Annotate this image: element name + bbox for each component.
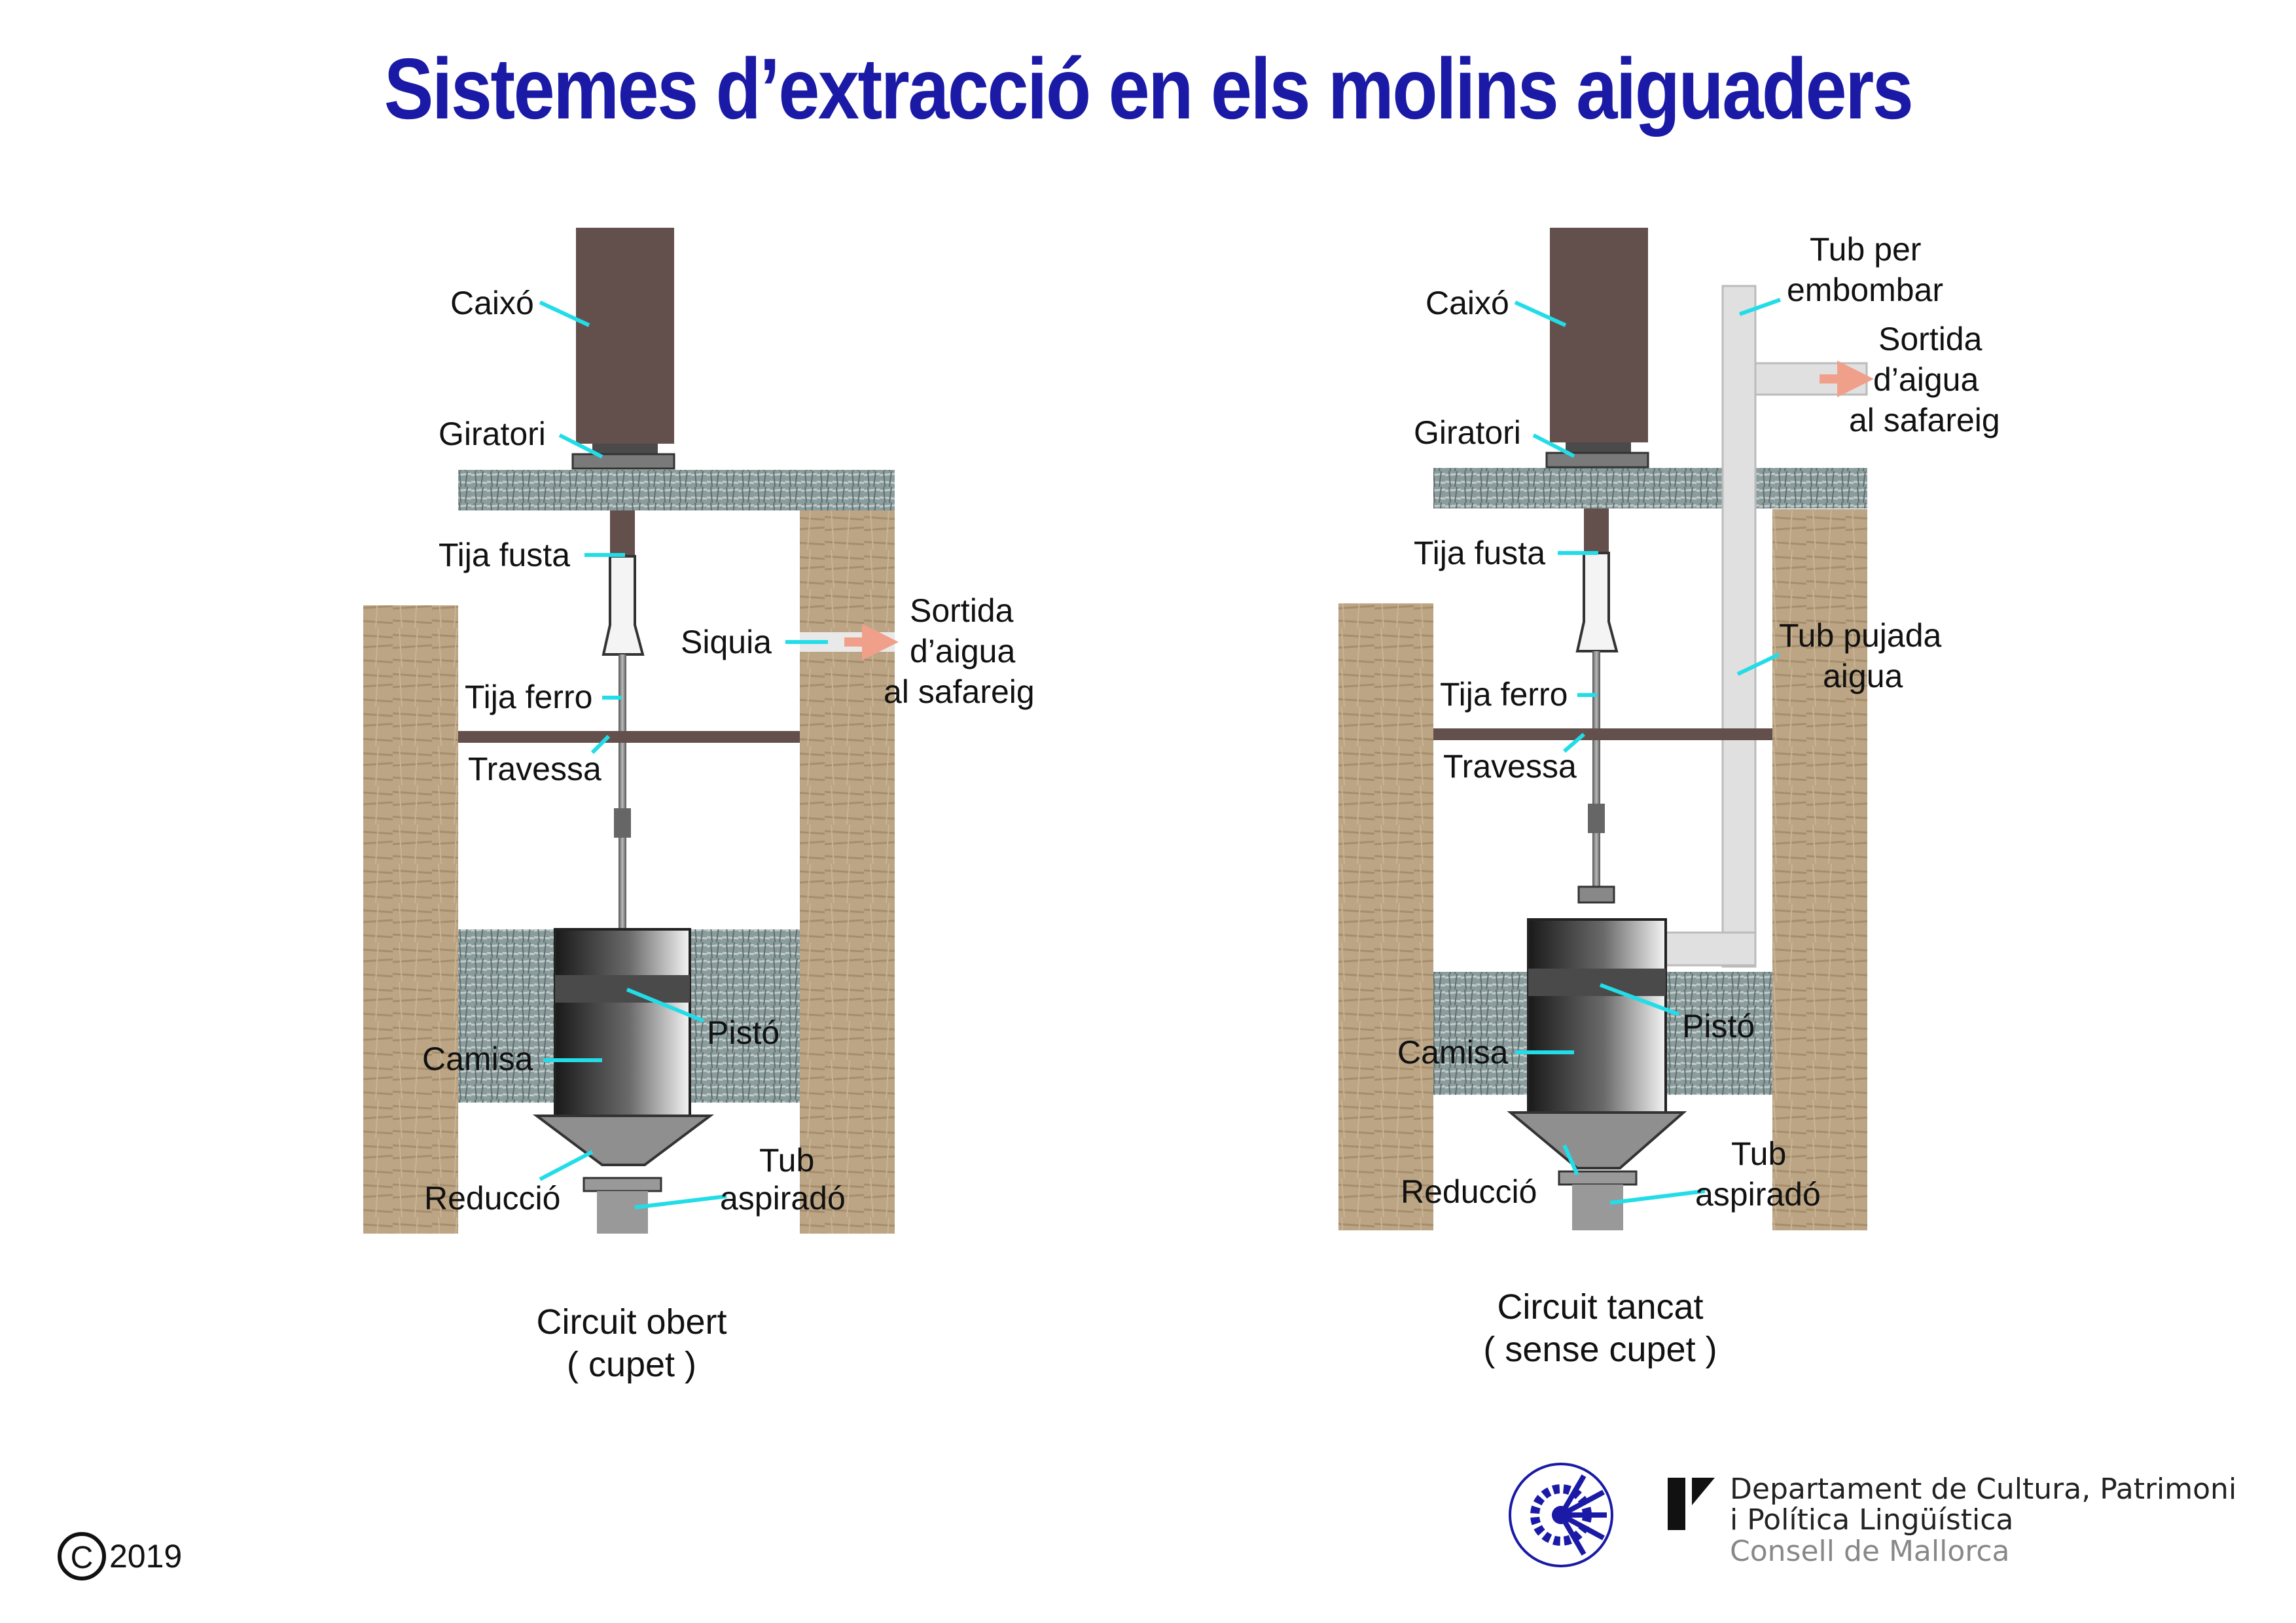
right-diagram: Caixó Giratori Tub per embombar Sortida … — [1338, 228, 2000, 1369]
left-label-siquia: Siquia — [681, 624, 772, 660]
left-label-tija-fusta: Tija fusta — [439, 537, 570, 573]
left-caption-line1: Circuit obert — [536, 1302, 726, 1342]
left-caixo-box — [576, 228, 674, 444]
right-flange — [1558, 1170, 1638, 1186]
right-leader-giratori — [1532, 433, 1575, 458]
right-outer-wall-left — [1338, 603, 1433, 1230]
right-leader-caixo — [1514, 300, 1567, 327]
right-label-pisto: Pistó — [1682, 1008, 1755, 1044]
right-label-tija-ferro: Tija ferro — [1440, 676, 1568, 713]
left-caption-line2: ( cupet ) — [567, 1345, 696, 1384]
heritage-seal-logo — [1509, 1463, 1613, 1567]
left-label-pisto: Pistó — [707, 1014, 780, 1051]
dept-line3: Consell de Mallorca — [1730, 1535, 2010, 1568]
left-giratori — [592, 444, 658, 454]
right-label-giratori: Giratori — [1414, 414, 1521, 451]
left-leader-reduccio — [539, 1150, 594, 1181]
right-wall-right — [1772, 509, 1867, 1230]
right-tub-pujada — [1721, 285, 1757, 968]
left-label-tub-2: aspiradó — [720, 1180, 846, 1217]
right-leader-tub-pujada — [1736, 652, 1780, 676]
left-label-sortida-2: d’aigua — [910, 633, 1015, 669]
right-label-travessa: Travessa — [1443, 748, 1577, 785]
dept-line1: Departament de Cultura, Patrimoni — [1730, 1472, 2236, 1506]
right-camisa — [1527, 918, 1667, 1114]
left-leader-tub — [634, 1194, 727, 1209]
right-leader-reduccio — [1562, 1144, 1579, 1176]
right-leader-travessa — [1563, 732, 1585, 753]
right-label-sortida-3: al safareig — [1849, 402, 2000, 438]
right-piston — [1528, 969, 1666, 996]
dept-line2: i Política Lingüística — [1730, 1503, 2013, 1537]
right-label-tub-embombar-1: Tub per — [1810, 231, 1921, 268]
copyright-c: C — [71, 1541, 94, 1575]
left-label-camisa: Camisa — [422, 1041, 533, 1077]
right-label-camisa: Camisa — [1397, 1034, 1509, 1071]
left-leader-pisto — [626, 988, 705, 1023]
page-title: Sistemes d’extracció en els molins aigua… — [384, 41, 1914, 137]
right-caixo-box — [1550, 228, 1648, 442]
left-label-giratori: Giratori — [439, 416, 546, 452]
right-caption-line1: Circuit tancat — [1497, 1287, 1703, 1327]
right-label-tub-pujada-2: aigua — [1823, 658, 1903, 694]
left-label-caixo: Caixó — [450, 285, 534, 321]
right-label-tub-embombar-2: embombar — [1787, 272, 1943, 308]
right-label-sortida-2: d’aigua — [1873, 361, 1979, 398]
right-tija-ferro — [1592, 651, 1600, 887]
right-reduccio — [1507, 1111, 1687, 1169]
right-label-reduccio: Reducció — [1401, 1173, 1537, 1210]
left-stone-slab — [458, 470, 895, 510]
left-giratori-base — [571, 453, 675, 470]
left-label-reduccio: Reducció — [424, 1180, 560, 1217]
right-label-tub-pujada-1: Tub pujada — [1779, 617, 1942, 654]
right-rod-coupling — [1588, 804, 1605, 833]
left-piston — [555, 975, 690, 1003]
left-rod-clamp — [601, 555, 645, 656]
right-collar — [1577, 885, 1615, 904]
left-tub-aspirado — [597, 1191, 648, 1234]
left-rod-coupling — [614, 808, 631, 838]
left-outer-wall-left — [363, 605, 458, 1234]
left-label-sortida-3: al safareig — [884, 673, 1035, 710]
right-tub-aspirado — [1572, 1185, 1623, 1230]
left-label-sortida-1: Sortida — [910, 592, 1014, 629]
left-wall-right — [800, 510, 895, 1234]
right-label-sortida-1: Sortida — [1878, 321, 1982, 357]
footer: C 2019 Departament de Cultura, Patrimoni… — [58, 1463, 2236, 1580]
left-label-travessa: Travessa — [468, 751, 601, 787]
left-reduccio — [533, 1115, 714, 1166]
right-travessa — [1433, 728, 1772, 740]
left-label-tub-1: Tub — [759, 1142, 814, 1179]
right-label-tub-1: Tub — [1731, 1135, 1786, 1172]
left-leader-travessa — [590, 734, 611, 755]
copyright-year: 2019 — [109, 1538, 182, 1575]
right-label-tija-fusta: Tija fusta — [1414, 535, 1545, 571]
copyright-icon — [58, 1532, 106, 1580]
left-flange — [583, 1177, 662, 1192]
right-label-tub-2: aspiradó — [1695, 1176, 1821, 1213]
left-tija-ferro — [619, 654, 626, 929]
left-label-tija-ferro: Tija ferro — [465, 679, 592, 715]
right-tub-to-camisa — [1661, 931, 1757, 967]
consell-logo — [1668, 1478, 1715, 1530]
right-stone-slab — [1433, 468, 1867, 508]
right-leader-tub — [1609, 1189, 1706, 1205]
right-leader-tub-embombar — [1738, 298, 1782, 316]
left-travessa — [458, 731, 800, 743]
left-leader-caixo — [539, 300, 590, 327]
right-label-caixo: Caixó — [1426, 285, 1509, 321]
left-camisa — [554, 928, 691, 1117]
right-giratori-base — [1545, 452, 1649, 469]
right-rod-clamp — [1575, 552, 1619, 652]
left-diagram: Caixó Giratori Tija fusta Siquia Sortida… — [363, 228, 1035, 1384]
left-leader-giratori — [558, 433, 603, 459]
right-leader-pisto — [1599, 983, 1680, 1016]
right-caption-line2: ( sense cupet ) — [1483, 1330, 1717, 1369]
right-giratori — [1566, 442, 1631, 453]
